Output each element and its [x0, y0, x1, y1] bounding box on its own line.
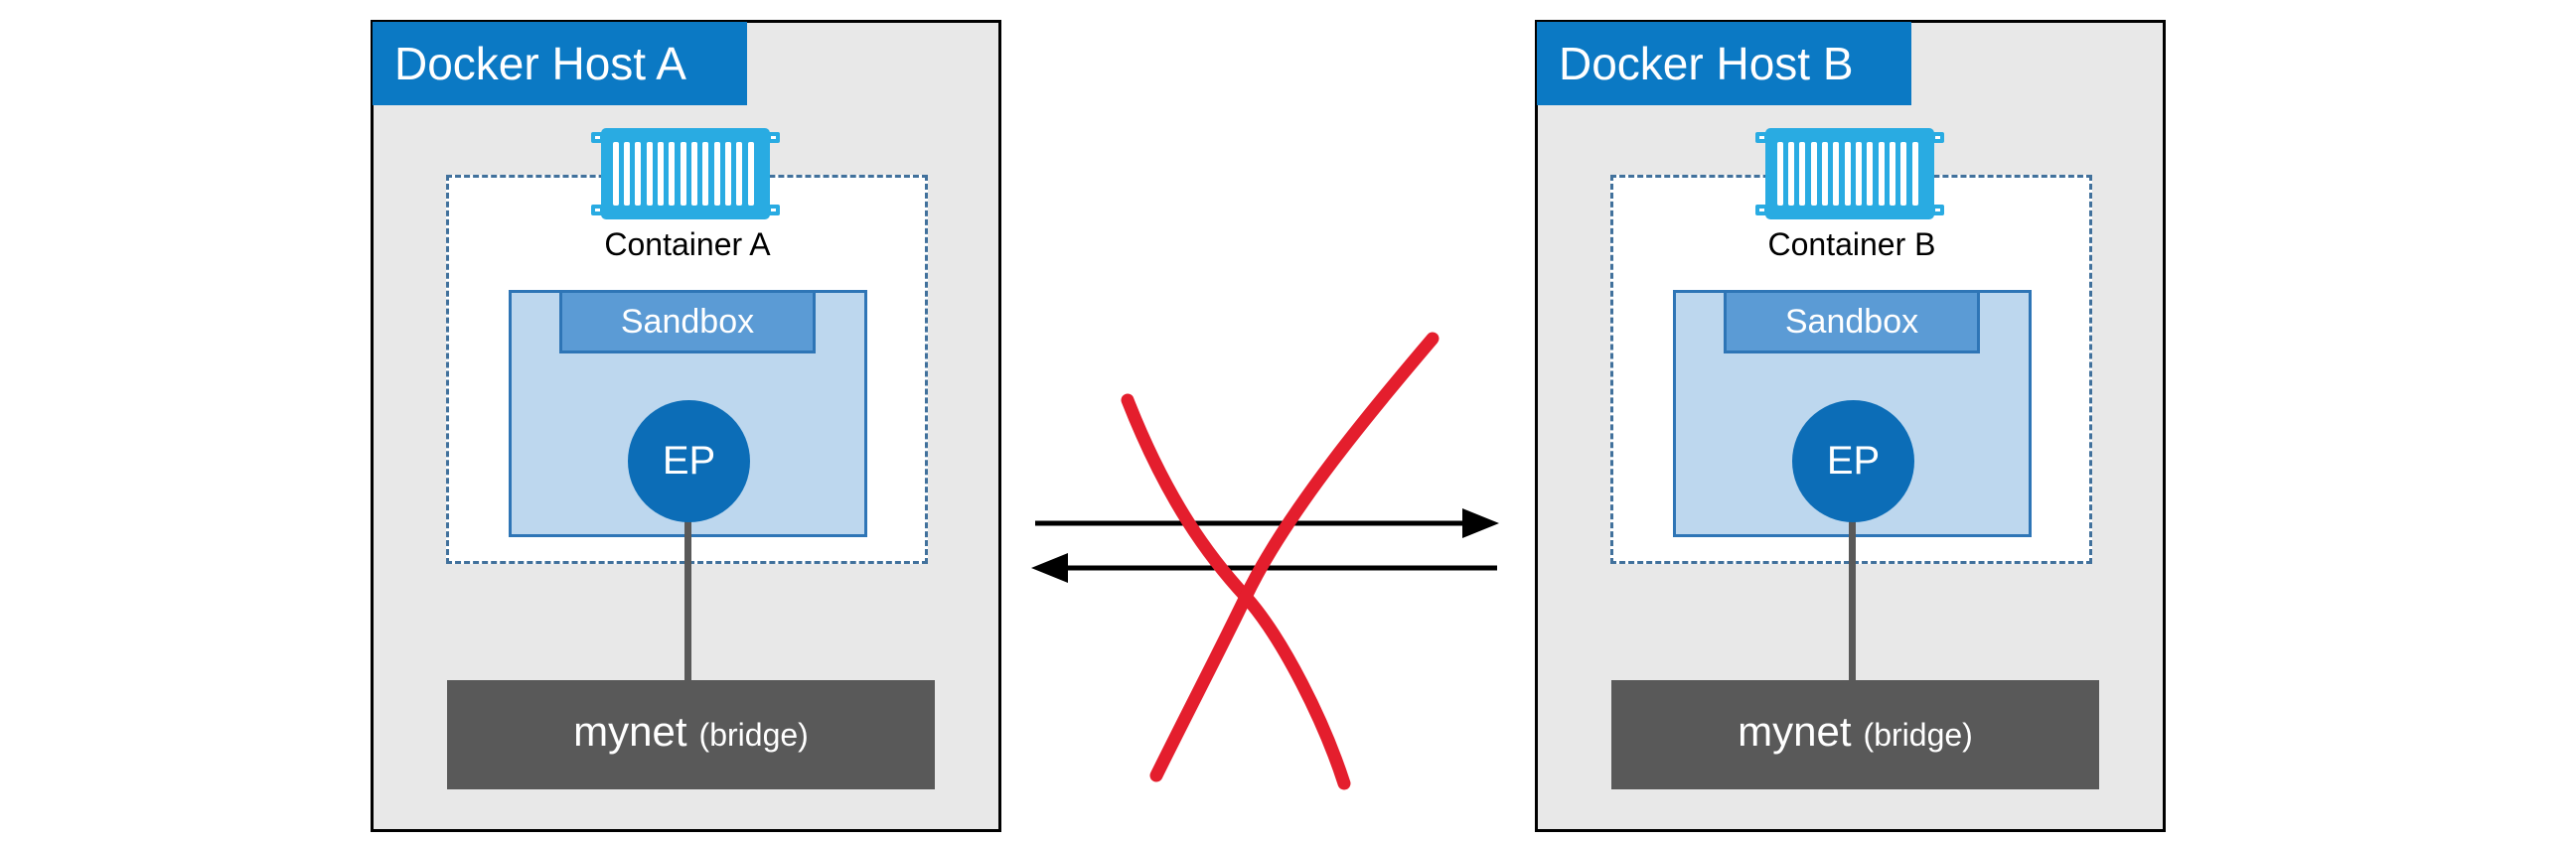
arrow-right-icon — [1035, 508, 1499, 538]
endpoint-to-network-connector-b — [1849, 519, 1856, 683]
red-x-icon — [1121, 332, 1440, 790]
docker-host-a-title: Docker Host A — [373, 22, 747, 105]
docker-host-b-title: Docker Host B — [1537, 22, 1911, 105]
shipping-container-icon — [591, 128, 780, 219]
docker-host-b-box: Docker Host B Sandbox EP Cont — [1535, 20, 2166, 832]
network-b-name: mynet — [1738, 708, 1852, 755]
arrow-left-icon — [1031, 553, 1497, 583]
endpoint-to-network-connector-a — [684, 519, 691, 683]
docker-host-a-box: Docker Host A Sandbox EP Cont — [371, 20, 1001, 832]
network-b-box: mynet (bridge) — [1611, 680, 2099, 789]
network-a-type: (bridge) — [698, 717, 809, 753]
endpoint-a-circle: EP — [628, 400, 750, 522]
sandbox-a-label: Sandbox — [559, 290, 816, 353]
network-a-box: mynet (bridge) — [447, 680, 935, 789]
container-a-label: Container A — [604, 226, 771, 262]
shipping-container-icon — [1755, 128, 1944, 219]
network-a-name: mynet — [573, 708, 687, 755]
network-b-type: (bridge) — [1863, 717, 1973, 753]
endpoint-b-circle: EP — [1792, 400, 1914, 522]
sandbox-b-label: Sandbox — [1724, 290, 1980, 353]
container-b-label: Container B — [1767, 226, 1936, 262]
